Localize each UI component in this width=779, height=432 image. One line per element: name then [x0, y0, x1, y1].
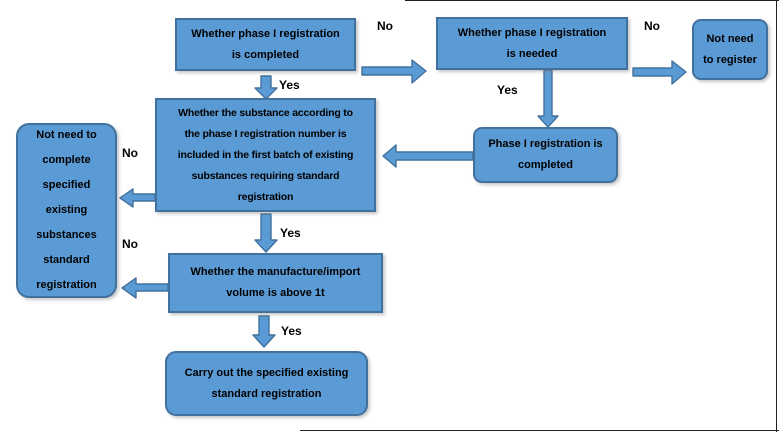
arrow-completed-yes-icon	[254, 75, 278, 100]
node-phase1-completed-question: Whether phase I registration is complete…	[175, 18, 356, 71]
node-phase1-needed-question: Whether phase I registration is needed	[436, 17, 628, 70]
node-first-batch-question: Whether the substance according to the p…	[155, 98, 376, 212]
arrow-needed-no-icon	[632, 60, 687, 85]
node-not-need-standard-registration: Not need to complete specified existing …	[16, 123, 117, 298]
node-carry-out-registration: Carry out the specified existing standar…	[165, 351, 368, 416]
label-needed-yes: Yes	[497, 83, 518, 97]
arrow-volume-yes-icon	[252, 315, 276, 348]
label-completed-no: No	[377, 19, 393, 33]
label-batch-no: No	[122, 146, 138, 160]
page-border-top	[405, 0, 779, 1]
label-completed-yes: Yes	[279, 78, 300, 92]
node-phase1-registration-completed: Phase I registration is completed	[473, 127, 618, 183]
arrow-completed-no-icon	[361, 59, 427, 84]
arrow-volume-no-icon	[121, 277, 169, 299]
page-border-right	[776, 0, 777, 432]
arrow-batch-no-icon	[119, 188, 156, 208]
node-not-need-register: Not need to register	[692, 19, 768, 80]
page-border-bottom	[300, 430, 779, 431]
label-volume-yes: Yes	[281, 324, 302, 338]
label-batch-yes: Yes	[280, 226, 301, 240]
arrow-needed-yes-icon	[537, 69, 559, 128]
node-volume-question: Whether the manufacture/import volume is…	[168, 253, 383, 313]
arrow-batch-yes-icon	[254, 213, 278, 253]
label-needed-no: No	[644, 19, 660, 33]
arrow-phase1-to-batch-icon	[382, 144, 474, 168]
label-volume-no: No	[122, 237, 138, 251]
